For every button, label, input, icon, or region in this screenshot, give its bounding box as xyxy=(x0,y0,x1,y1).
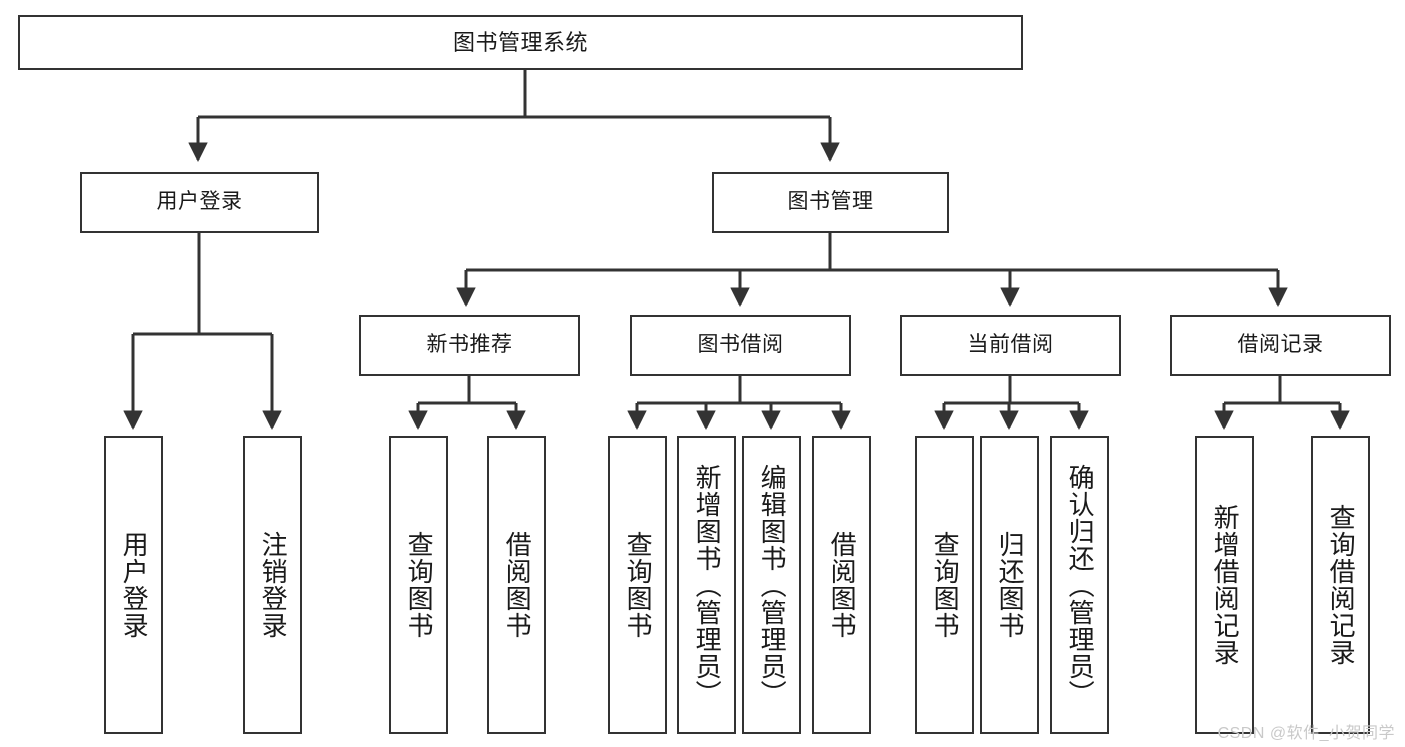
node-borrow-record[interactable]: 借阅记录 xyxy=(1170,315,1391,376)
node-label: 借阅图书 xyxy=(827,531,858,639)
node-label: 当前借阅 xyxy=(967,333,1054,357)
node-label: 编辑图书（管理员） xyxy=(757,463,788,707)
node-leaf-confirm-return-admin[interactable]: 确认归还（管理员） xyxy=(1050,436,1109,734)
node-leaf-logout[interactable]: 注销登录 xyxy=(243,436,302,734)
node-leaf-return-book[interactable]: 归还图书 xyxy=(980,436,1039,734)
node-leaf-borrow-book[interactable]: 借阅图书 xyxy=(812,436,871,734)
node-label: 查询借阅记录 xyxy=(1326,504,1357,666)
node-label: 确认归还（管理员） xyxy=(1065,463,1096,707)
node-leaf-add-borrow-record[interactable]: 新增借阅记录 xyxy=(1195,436,1254,734)
node-label: 新增借阅记录 xyxy=(1210,504,1241,666)
node-book-management-system[interactable]: 图书管理系统 xyxy=(18,15,1023,70)
node-leaf-add-book-admin[interactable]: 新增图书（管理员） xyxy=(677,436,736,734)
node-book-borrow[interactable]: 图书借阅 xyxy=(630,315,851,376)
node-label: 查询图书 xyxy=(623,531,654,639)
node-label: 图书借阅 xyxy=(697,333,784,357)
node-label: 归还图书 xyxy=(995,531,1026,639)
node-label: 图书管理 xyxy=(787,190,874,214)
node-label: 用户登录 xyxy=(119,531,150,639)
node-leaf-query-book-recommend[interactable]: 查询图书 xyxy=(389,436,448,734)
node-label: 图书管理系统 xyxy=(452,29,588,55)
node-leaf-edit-book-admin[interactable]: 编辑图书（管理员） xyxy=(742,436,801,734)
node-leaf-user-login[interactable]: 用户登录 xyxy=(104,436,163,734)
node-leaf-query-book-borrow[interactable]: 查询图书 xyxy=(608,436,667,734)
node-label: 借阅记录 xyxy=(1237,333,1324,357)
node-label: 新增图书（管理员） xyxy=(692,463,723,707)
node-leaf-query-book-current[interactable]: 查询图书 xyxy=(915,436,974,734)
node-label: 用户登录 xyxy=(156,190,243,214)
node-label: 新书推荐 xyxy=(426,333,513,357)
node-label: 注销登录 xyxy=(258,531,289,639)
node-user-login[interactable]: 用户登录 xyxy=(80,172,319,233)
node-label: 借阅图书 xyxy=(502,531,533,639)
node-leaf-query-borrow-record[interactable]: 查询借阅记录 xyxy=(1311,436,1370,734)
node-label: 查询图书 xyxy=(404,531,435,639)
node-leaf-borrow-book-recommend[interactable]: 借阅图书 xyxy=(487,436,546,734)
node-label: 查询图书 xyxy=(930,531,961,639)
node-current-borrow[interactable]: 当前借阅 xyxy=(900,315,1121,376)
node-book-management[interactable]: 图书管理 xyxy=(712,172,949,233)
node-new-book-recommend[interactable]: 新书推荐 xyxy=(359,315,580,376)
